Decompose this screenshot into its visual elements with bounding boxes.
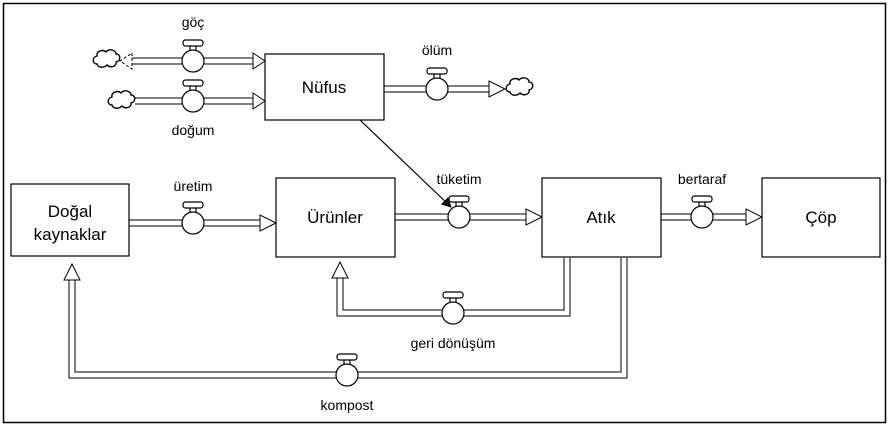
cloud-icon: [92, 49, 121, 68]
valve-body: [690, 205, 714, 229]
stock-label-dogal-1: Doğal: [48, 202, 92, 221]
flow-label-bertaraf: bertaraf: [678, 171, 726, 187]
arrowhead-geri-donusum: [331, 260, 349, 279]
stock-label-atik: Atık: [586, 208, 616, 227]
arrowhead-olum: [488, 80, 507, 98]
stock-nufus[interactable]: [264, 53, 385, 121]
stock-label-urunler: Ürünler: [307, 208, 363, 227]
cloud-icon: [107, 90, 136, 109]
valve-handle: [336, 353, 358, 361]
stock-dogal-kaynaklar[interactable]: [10, 183, 130, 257]
stock-label-cop: Çöp: [805, 208, 836, 227]
valve-body: [181, 49, 205, 73]
valve-handle: [426, 67, 448, 75]
outer-frame: [2, 2, 887, 424]
connector-nufus-tuketim: [359, 119, 452, 208]
valve-handle: [448, 195, 470, 203]
valve-handle: [442, 291, 464, 299]
flow-label-dogum: doğum: [172, 122, 215, 138]
valve-handle: [182, 39, 204, 47]
valve-handle: [691, 195, 713, 203]
valve-geri-donusum[interactable]: [441, 291, 465, 325]
valve-handle: [182, 79, 204, 87]
cloud-icon: [505, 77, 534, 96]
valve-olum[interactable]: [425, 67, 449, 101]
arrowhead-uretim: [259, 214, 278, 232]
valve-body: [441, 301, 465, 325]
flow-label-uretim: üretim: [174, 178, 213, 194]
valve-handle: [182, 201, 204, 209]
valve-body: [425, 77, 449, 101]
valve-body: [335, 363, 359, 387]
valve-kompost[interactable]: [335, 353, 359, 387]
stock-atik[interactable]: [541, 177, 662, 258]
valve-goc[interactable]: [181, 39, 205, 73]
valve-body: [181, 211, 205, 235]
stock-label-nufus: Nüfus: [302, 78, 346, 97]
arrowhead-tuketim: [525, 208, 544, 226]
arrowhead-goc: [252, 52, 266, 70]
flow-label-goc: göç: [182, 14, 205, 30]
arrowhead-bertaraf: [745, 208, 764, 226]
valve-bertaraf[interactable]: [690, 195, 714, 229]
valve-body: [181, 89, 205, 113]
flow-label-tuketim: tüketim: [436, 171, 481, 187]
arrowhead-dogum: [252, 92, 266, 110]
arrowhead-goc-reverse: [119, 52, 133, 70]
flow-label-olum: ölüm: [422, 42, 452, 58]
stock-urunler[interactable]: [275, 177, 396, 258]
valve-body: [447, 205, 471, 229]
stock-label-dogal-2: kaynaklar: [34, 225, 107, 244]
arrowhead-kompost: [63, 262, 81, 281]
flow-label-geri-donusum: geri dönüşüm: [411, 335, 496, 351]
valve-dogum[interactable]: [181, 79, 205, 113]
valve-uretim[interactable]: [181, 201, 205, 235]
valve-tuketim[interactable]: [447, 195, 471, 229]
stock-cop[interactable]: [761, 177, 881, 258]
flow-label-kompost: kompost: [321, 397, 374, 413]
